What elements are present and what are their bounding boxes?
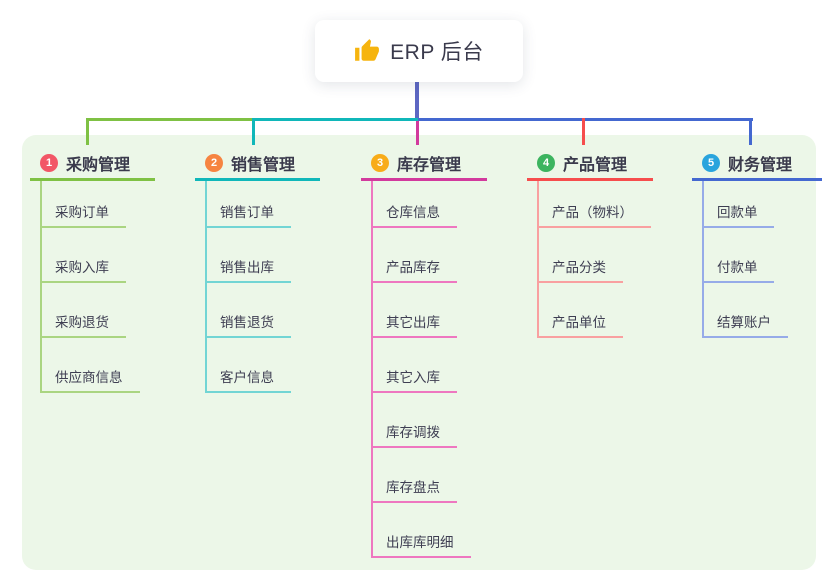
child-label: 结算账户 <box>717 315 771 330</box>
child-node[interactable]: 产品分类 <box>537 251 623 283</box>
child-label: 产品（物料） <box>552 205 633 220</box>
child-node[interactable]: 其它入库 <box>371 361 457 393</box>
branch-node[interactable]: 3 库存管理 <box>361 147 487 181</box>
child-label: 产品单位 <box>552 315 606 330</box>
branch-node[interactable]: 2 销售管理 <box>195 147 320 181</box>
child-label: 采购退货 <box>55 315 109 330</box>
child-label: 销售订单 <box>220 205 274 220</box>
branch-drop-line <box>749 118 752 145</box>
child-node[interactable]: 销售订单 <box>205 196 291 228</box>
child-node[interactable]: 付款单 <box>702 251 774 283</box>
child-node[interactable]: 销售出库 <box>205 251 291 283</box>
branch-node[interactable]: 5 财务管理 <box>692 147 822 181</box>
child-node[interactable]: 库存调拨 <box>371 416 457 448</box>
bus-segment-left <box>86 118 254 121</box>
child-label: 其它出库 <box>386 315 440 330</box>
branch-drop-line <box>252 118 255 145</box>
child-node[interactable]: 供应商信息 <box>40 361 140 393</box>
child-label: 回款单 <box>717 205 758 220</box>
child-label: 仓库信息 <box>386 205 440 220</box>
branch-number-badge: 5 <box>702 153 720 172</box>
root-node[interactable]: ERP 后台 <box>315 20 523 82</box>
branch-label: 库存管理 <box>397 156 462 174</box>
child-node[interactable]: 出库库明细 <box>371 526 471 558</box>
child-label: 库存盘点 <box>386 480 440 495</box>
child-node[interactable]: 采购入库 <box>40 251 126 283</box>
branch-drop-line <box>582 118 585 145</box>
child-node[interactable]: 采购订单 <box>40 196 126 228</box>
child-node[interactable]: 采购退货 <box>40 306 126 338</box>
root-label: ERP 后台 <box>390 41 484 64</box>
branch-node[interactable]: 1 采购管理 <box>30 147 155 181</box>
branches-background-panel <box>22 135 816 570</box>
branch-drop-line <box>416 121 419 145</box>
child-node[interactable]: 回款单 <box>702 196 774 228</box>
child-connector-spine <box>537 181 539 338</box>
branch-number-badge: 3 <box>371 153 389 172</box>
branch-number-badge: 2 <box>205 153 223 172</box>
child-node[interactable]: 结算账户 <box>702 306 788 338</box>
child-connector-spine <box>40 181 42 393</box>
child-label: 销售退货 <box>220 315 274 330</box>
child-label: 库存调拨 <box>386 425 440 440</box>
child-connector-spine <box>702 181 704 338</box>
bus-segment-right <box>418 118 753 121</box>
branch-label: 采购管理 <box>66 156 131 174</box>
root-connector-stem <box>415 80 419 118</box>
child-label: 其它入库 <box>386 370 440 385</box>
child-label: 采购订单 <box>55 205 109 220</box>
child-label: 采购入库 <box>55 260 109 275</box>
child-label: 产品分类 <box>552 260 606 275</box>
child-node[interactable]: 销售退货 <box>205 306 291 338</box>
branch-label: 财务管理 <box>728 156 793 174</box>
child-label: 客户信息 <box>220 370 274 385</box>
child-node[interactable]: 其它出库 <box>371 306 457 338</box>
bus-segment-middle <box>254 118 418 121</box>
child-connector-spine <box>371 181 373 558</box>
child-node[interactable]: 客户信息 <box>205 361 291 393</box>
child-node[interactable]: 仓库信息 <box>371 196 457 228</box>
branch-node[interactable]: 4 产品管理 <box>527 147 653 181</box>
branch-number-badge: 4 <box>537 153 555 172</box>
child-node[interactable]: 产品（物料） <box>537 196 651 228</box>
branch-number-badge: 1 <box>40 153 58 172</box>
branch-drop-line <box>86 118 89 145</box>
branch-label: 产品管理 <box>563 156 628 174</box>
thumbs-up-icon <box>354 38 380 64</box>
child-label: 出库库明细 <box>386 535 454 550</box>
child-label: 销售出库 <box>220 260 274 275</box>
child-label: 付款单 <box>717 260 758 275</box>
child-label: 产品库存 <box>386 260 440 275</box>
child-node[interactable]: 产品单位 <box>537 306 623 338</box>
child-node[interactable]: 产品库存 <box>371 251 457 283</box>
child-label: 供应商信息 <box>55 370 123 385</box>
child-node[interactable]: 库存盘点 <box>371 471 457 503</box>
branch-label: 销售管理 <box>231 156 296 174</box>
child-connector-spine <box>205 181 207 393</box>
